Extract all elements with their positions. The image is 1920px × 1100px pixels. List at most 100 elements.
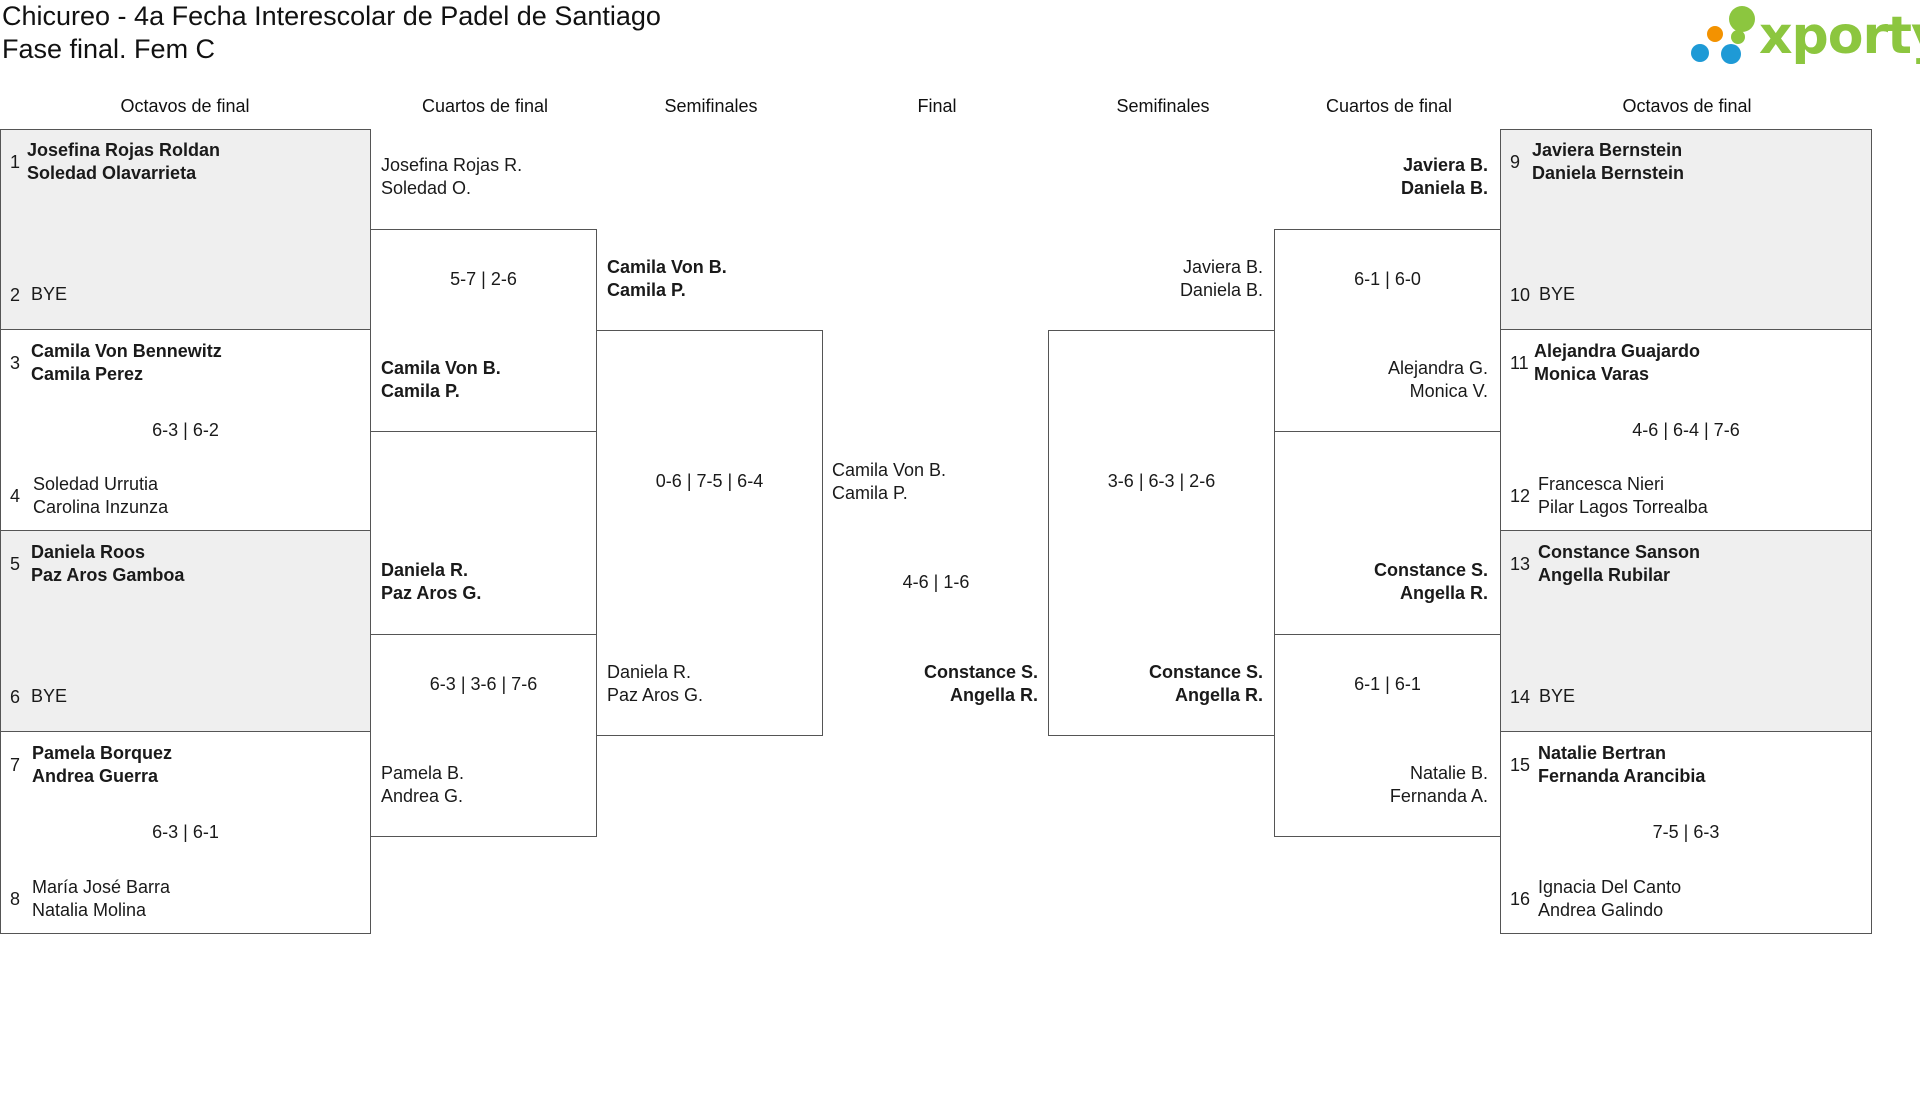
team-name[interactable]: Camila Von B. Camila P.	[381, 357, 501, 403]
player-name: Paz Aros G.	[381, 583, 482, 603]
seed-4: 4	[10, 486, 21, 506]
team-name[interactable]: Javiera Bernstein Daniela Bernstein	[1532, 139, 1684, 185]
team-name[interactable]: María José Barra Natalia Molina	[32, 876, 170, 922]
player-name: Daniela B.	[1179, 280, 1263, 300]
team-name[interactable]: Soledad Urrutia Carolina Inzunza	[33, 473, 168, 519]
bye-label: BYE	[31, 686, 68, 706]
left-r16-match-1[interactable]	[0, 129, 371, 330]
seed-14: 14	[1510, 687, 1531, 707]
logo-dot-blue-2-icon	[1721, 44, 1741, 64]
left-sf-match[interactable]	[596, 330, 823, 736]
seed-2: 2	[10, 285, 21, 305]
player-name: Paz Aros Gamboa	[31, 565, 185, 585]
team-name[interactable]: Camila Von Bennewitz Camila Perez	[31, 340, 222, 386]
player-name: Soledad Olavarrieta	[27, 163, 197, 183]
team-name[interactable]: Josefina Rojas R. Soledad O.	[381, 154, 522, 200]
match-score: 6-3 | 6-1	[152, 822, 219, 842]
player-name: Javiera Bernstein	[1532, 140, 1683, 160]
team-name[interactable]: Camila Von B. Camila P.	[607, 256, 727, 302]
player-name: Camila Von B.	[832, 460, 947, 480]
team-name[interactable]: Daniela R. Paz Aros G.	[607, 661, 703, 707]
left-qf-match-1[interactable]	[370, 229, 597, 432]
seed-6: 6	[10, 687, 21, 707]
player-name: Daniela Roos	[31, 542, 146, 562]
team-name[interactable]: Constance S. Angella R.	[1280, 559, 1488, 605]
title-line-2: Fase final. Fem C	[2, 34, 216, 64]
player-name: Constance S.	[1148, 662, 1263, 682]
seed-11: 11	[1510, 353, 1529, 373]
seed-7: 7	[10, 755, 21, 775]
team-name[interactable]: Alejandra G. Monica V.	[1280, 357, 1488, 403]
player-name: Natalia Molina	[32, 900, 147, 920]
player-name: Josefina Rojas R.	[381, 155, 523, 175]
match-score: 4-6 | 6-4 | 7-6	[1632, 420, 1740, 440]
team-name[interactable]: Javiera B. Daniela B.	[1055, 256, 1263, 302]
team-name[interactable]: Pamela B. Andrea G.	[381, 762, 464, 808]
right-qf-match-2[interactable]	[1274, 634, 1501, 837]
match-score: 0-6 | 7-5 | 6-4	[655, 471, 764, 491]
round-label-cuartos-right: Cuartos de final	[1325, 96, 1453, 116]
player-name: Daniela B.	[1400, 178, 1488, 198]
match-score: 6-3 | 3-6 | 7-6	[429, 674, 538, 694]
player-name: Pamela B.	[381, 763, 465, 783]
right-qf-match-1[interactable]	[1274, 229, 1501, 432]
match-score: 6-1 | 6-1	[1354, 674, 1421, 694]
right-sf-match[interactable]	[1048, 330, 1275, 736]
player-name: María José Barra	[32, 877, 171, 897]
logo-dot-orange-icon	[1707, 26, 1723, 42]
right-r16-match-3[interactable]	[1500, 530, 1872, 732]
seed-3: 3	[10, 353, 21, 373]
player-name: Fernanda Arancibia	[1538, 766, 1706, 786]
player-name: Andrea G.	[381, 786, 464, 806]
seed-8: 8	[10, 889, 21, 909]
left-r16-match-4[interactable]	[0, 731, 371, 934]
left-r16-match-2[interactable]	[0, 329, 371, 531]
player-name: Soledad O.	[381, 178, 472, 198]
player-name: Camila P.	[381, 381, 460, 401]
round-label-semis-left: Semifinales	[664, 96, 758, 116]
player-name: Daniela Bernstein	[1532, 163, 1685, 183]
team-name[interactable]: Natalie Bertran Fernanda Arancibia	[1538, 742, 1705, 788]
player-name: Alejandra G.	[1387, 358, 1488, 378]
player-name: Monica Varas	[1534, 364, 1650, 384]
team-name[interactable]: Constance S. Angella R.	[1055, 661, 1263, 707]
player-name: Paz Aros G.	[607, 685, 704, 705]
team-name[interactable]: Alejandra Guajardo Monica Varas	[1534, 340, 1700, 386]
logo-text: xporty	[1759, 6, 1920, 66]
page-title: Chicureo - 4a Fecha Interescolar de Pade…	[2, 0, 661, 66]
logo-dot-green-2-icon	[1731, 30, 1745, 44]
round-label-final: Final	[917, 96, 957, 116]
team-name[interactable]: Daniela Roos Paz Aros Gamboa	[31, 541, 184, 587]
match-score: 7-5 | 6-3	[1652, 822, 1720, 842]
player-name: Angella R.	[1174, 685, 1263, 705]
team-name[interactable]: Camila Von B. Camila P.	[832, 459, 946, 505]
player-name: Carolina Inzunza	[33, 497, 169, 517]
player-name: Camila P.	[832, 483, 908, 503]
player-name: Soledad Urrutia	[33, 474, 159, 494]
round-label-semis-right: Semifinales	[1116, 96, 1210, 116]
team-name[interactable]: Constance S. Angella R.	[830, 661, 1038, 707]
team-name[interactable]: Pamela Borquez Andrea Guerra	[32, 742, 172, 788]
seed-15: 15	[1510, 755, 1531, 775]
team-name[interactable]: Ignacia Del Canto Andrea Galindo	[1538, 876, 1681, 922]
team-name[interactable]: Constance Sanson Angella Rubilar	[1538, 541, 1700, 587]
right-r16-match-2[interactable]	[1500, 329, 1872, 531]
team-name[interactable]: Natalie B. Fernanda A.	[1280, 762, 1488, 808]
player-name: Daniela R.	[381, 560, 469, 580]
player-name: Monica V.	[1409, 381, 1488, 401]
seed-13: 13	[1510, 554, 1531, 574]
player-name: Angella Rubilar	[1538, 565, 1671, 585]
player-name: Camila Von Bennewitz	[31, 341, 222, 361]
team-name[interactable]: Josefina Rojas Roldan Soledad Olavarriet…	[27, 139, 220, 185]
xporty-logo[interactable]: xporty	[1691, 4, 1920, 70]
match-score: 5-7 | 2-6	[450, 269, 517, 289]
left-qf-match-2[interactable]	[370, 634, 597, 837]
team-name[interactable]: Javiera B. Daniela B.	[1280, 154, 1488, 200]
player-name: Camila Perez	[31, 364, 144, 384]
right-r16-match-4[interactable]	[1500, 731, 1872, 934]
player-name: Pilar Lagos Torrealba	[1538, 497, 1708, 517]
right-r16-match-1[interactable]	[1500, 129, 1872, 330]
team-name[interactable]: Daniela R. Paz Aros G.	[381, 559, 481, 605]
team-name[interactable]: Francesca Nieri Pilar Lagos Torrealba	[1538, 473, 1708, 519]
round-label-octavos-left: Octavos de final	[120, 96, 250, 116]
